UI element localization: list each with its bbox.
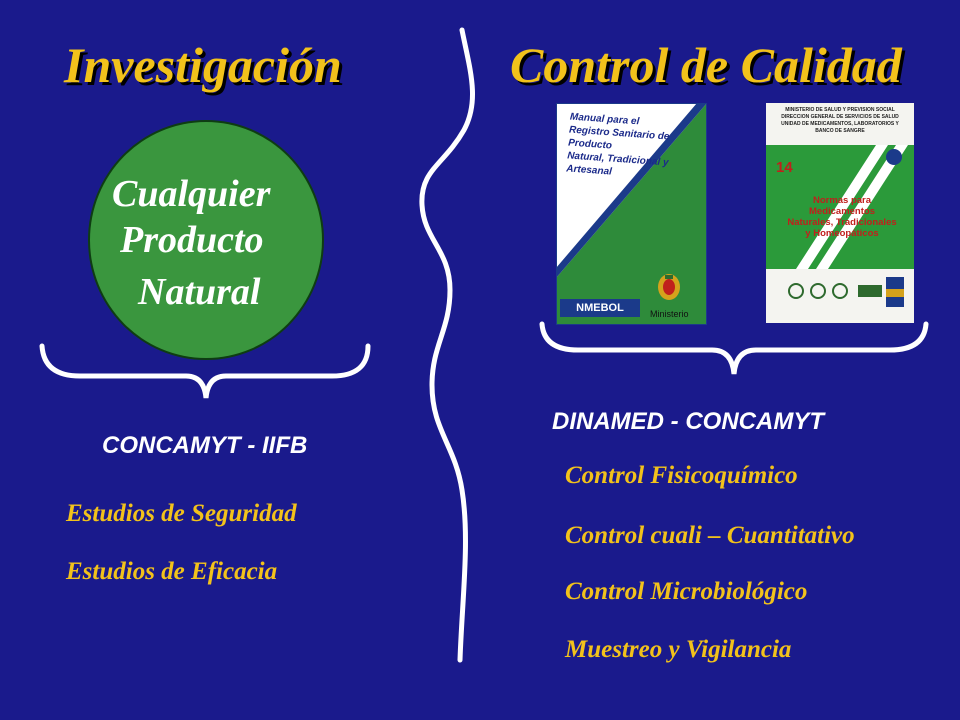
- normas-header-text: MINISTERIO DE SALUD Y PREVISION SOCIAL D…: [772, 107, 908, 135]
- normas-book-footer: [766, 269, 914, 323]
- right-item-1: Control Fisicoquímico: [565, 462, 798, 489]
- normas-book-header: [766, 103, 914, 145]
- normas-book-cover: MINISTERIO DE SALUD Y PREVISION SOCIAL D…: [766, 103, 914, 323]
- coat-of-arms-icon: [658, 274, 680, 300]
- manual-book-cover: Manual para el Registro Sanitario de Pro…: [556, 103, 707, 325]
- right-item-2: Control cuali – Cuantitativo: [565, 522, 855, 549]
- heading-control-calidad: Control de Calidad: [510, 37, 902, 93]
- left-item-2: Estudios de Eficacia: [66, 558, 278, 585]
- normas-title-line-4: y Homeopáticos: [805, 228, 879, 239]
- left-item-1: Estudios de Seguridad: [66, 500, 297, 527]
- nmebol-logo: NMEBOL: [560, 299, 640, 317]
- left-org-label: CONCAMYT - IIFB: [102, 432, 308, 459]
- normas-header-line-3: UNIDAD DE MEDICAMENTOS, LABORATORIOS Y B…: [781, 121, 899, 134]
- right-org-label: DINAMED - CONCAMYT: [552, 408, 824, 435]
- right-brace: [539, 321, 929, 375]
- normas-stripes: [796, 145, 908, 269]
- normas-title: Normas para Medicamentos Naturales, Trad…: [770, 195, 914, 239]
- circle-line-2: Producto: [120, 219, 264, 261]
- circle-line-3: Natural: [138, 271, 261, 313]
- right-item-4: Muestreo y Vigilancia: [565, 636, 792, 663]
- heading-investigacion: Investigación: [64, 37, 342, 93]
- normas-number: 14: [776, 159, 793, 176]
- normas-header-line-1: MINISTERIO DE SALUD Y PREVISION SOCIAL: [785, 107, 895, 113]
- product-circle: [88, 120, 324, 360]
- manual-book-title: Manual para el Registro Sanitario de Pro…: [566, 111, 700, 185]
- right-item-3: Control Microbiológico: [565, 578, 808, 605]
- left-brace: [39, 343, 371, 399]
- normas-title-line-2: Medicamentos: [809, 206, 875, 217]
- normas-title-line-1: Normas para: [812, 195, 872, 206]
- circle-line-1: Cualquier: [112, 173, 271, 215]
- footer-logos-icon: [788, 277, 904, 307]
- ministry-label: Ministerio: [650, 309, 689, 319]
- normas-header-line-2: DIRECCION GENERAL DE SERVICIOS DE SALUD: [781, 114, 899, 120]
- normas-title-line-3: Naturales, Tradicionales: [787, 217, 897, 228]
